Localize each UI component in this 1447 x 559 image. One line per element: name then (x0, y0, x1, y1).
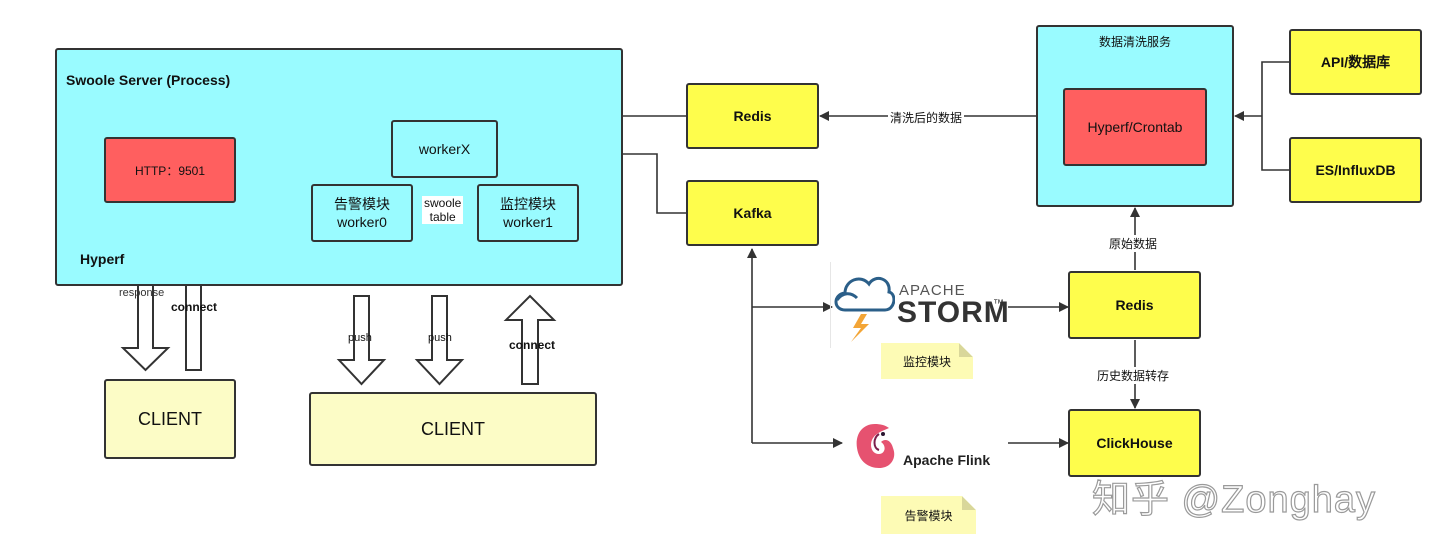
raw-data-label: 原始数据 (1107, 235, 1160, 252)
push-arrow-1-icon (336, 295, 387, 386)
flink-squirrel-icon (856, 424, 895, 468)
connect-arrow-mid-icon (503, 294, 557, 385)
storm-module-note: 监控模块 (881, 343, 973, 379)
worker0-module-label: 告警模块 (334, 196, 390, 212)
storm-name-label: STORM (897, 296, 1010, 329)
connect-mid-label: connect (509, 338, 556, 352)
cleaned-data-label: 清洗后的数据 (888, 109, 965, 126)
clickhouse-box: ClickHouse (1068, 409, 1201, 477)
flink-name-label: Apache Flink (903, 452, 991, 468)
connect-left-label: connect (171, 300, 218, 314)
storm-apache-label: APACHE (899, 282, 966, 299)
note-fold-icon (962, 496, 976, 510)
storm-tm-label: ™ (993, 298, 1004, 310)
worker1-module-label: 监控模块 (500, 196, 556, 212)
swoole-server-title: Swoole Server (Process) (66, 72, 231, 88)
response-label: response (119, 287, 165, 299)
flink-module-note-label: 告警模块 (904, 508, 953, 523)
wire-sources (1261, 61, 1289, 171)
storm-module-note-label: 监控模块 (902, 354, 951, 369)
swoole-table-line2: table (429, 210, 456, 224)
note-fold-icon (959, 343, 973, 357)
push-2-label: push (428, 332, 452, 344)
apache-storm-logo: APACHE STORM ™ (830, 262, 1010, 348)
history-transfer-label: 历史数据转存 (1095, 367, 1172, 384)
client-left-box: CLIENT (104, 379, 236, 459)
api-db-box: API/数据库 (1289, 29, 1422, 95)
push-1-label: push (348, 332, 372, 344)
swoole-table-line1: swoole (424, 196, 462, 210)
storm-cloud-icon (834, 276, 895, 342)
cleaning-service-title: 数据清洗服务 (1098, 35, 1171, 49)
workerx-box: workerX (391, 120, 498, 178)
es-influxdb-box: ES/InfluxDB (1289, 137, 1422, 203)
hyperf-crontab-box: Hyperf/Crontab (1063, 88, 1207, 166)
http-port-box: HTTP：9501 (104, 137, 236, 203)
watermark: 知乎 @Zonghay (1091, 478, 1377, 521)
redis-mid-box: Redis (1068, 271, 1201, 339)
worker0-box: 告警模块 worker0 (311, 184, 413, 242)
swoole-table-label: swoole table (422, 196, 464, 224)
worker1-name-label: worker1 (503, 214, 553, 230)
redis-top-box: Redis (686, 83, 819, 149)
flink-module-note: 告警模块 (881, 496, 976, 534)
hyperf-label: Hyperf (80, 251, 125, 267)
worker0-name-label: worker0 (337, 214, 387, 230)
worker1-box: 监控模块 worker1 (477, 184, 579, 242)
push-arrow-2-icon (414, 295, 465, 386)
kafka-box: Kafka (686, 180, 819, 246)
client-middle-box: CLIENT (309, 392, 597, 466)
